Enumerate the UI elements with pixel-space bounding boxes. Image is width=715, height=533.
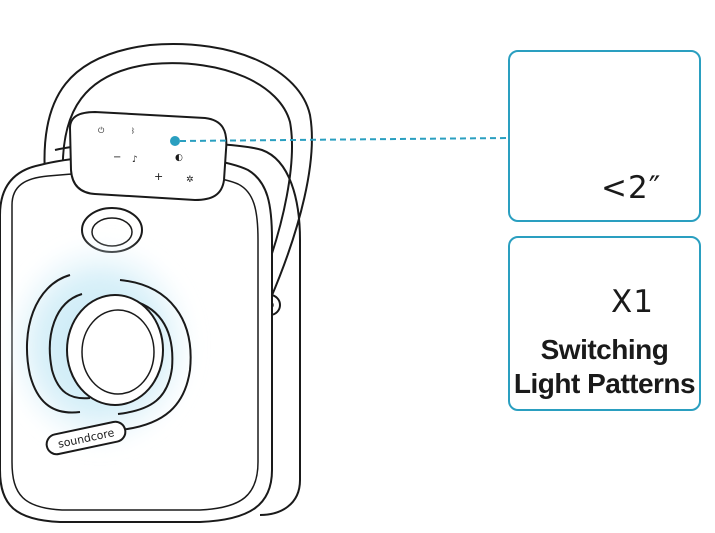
svg-text:♪: ♪ xyxy=(132,155,138,165)
light-ring-left xyxy=(26,274,81,414)
svg-text:ᛒ: ᛒ xyxy=(131,127,135,135)
speaker-handle-inner xyxy=(61,62,293,293)
brand-plate xyxy=(45,420,127,456)
svg-text:+: + xyxy=(154,170,163,183)
svg-text:◐: ◐ xyxy=(175,153,183,163)
caption-line-2: Light Patterns xyxy=(513,368,696,399)
light-button-highlight[interactable] xyxy=(170,136,180,146)
speaker-handle xyxy=(43,43,313,301)
woofer xyxy=(66,294,164,406)
press-instruction-panel xyxy=(508,236,701,411)
light-ring-right xyxy=(119,279,192,431)
hold-instruction-panel xyxy=(508,50,701,222)
callout-leader-line xyxy=(179,137,509,142)
press-count-label: X1 xyxy=(611,284,654,320)
hold-duration-label: <2″ xyxy=(601,170,662,206)
svg-text:−: − xyxy=(113,152,121,163)
control-panel xyxy=(68,110,228,202)
svg-text:⏻: ⏻ xyxy=(98,126,105,135)
caption-line-1: Switching xyxy=(540,334,669,365)
svg-text:✲: ✲ xyxy=(186,175,194,185)
